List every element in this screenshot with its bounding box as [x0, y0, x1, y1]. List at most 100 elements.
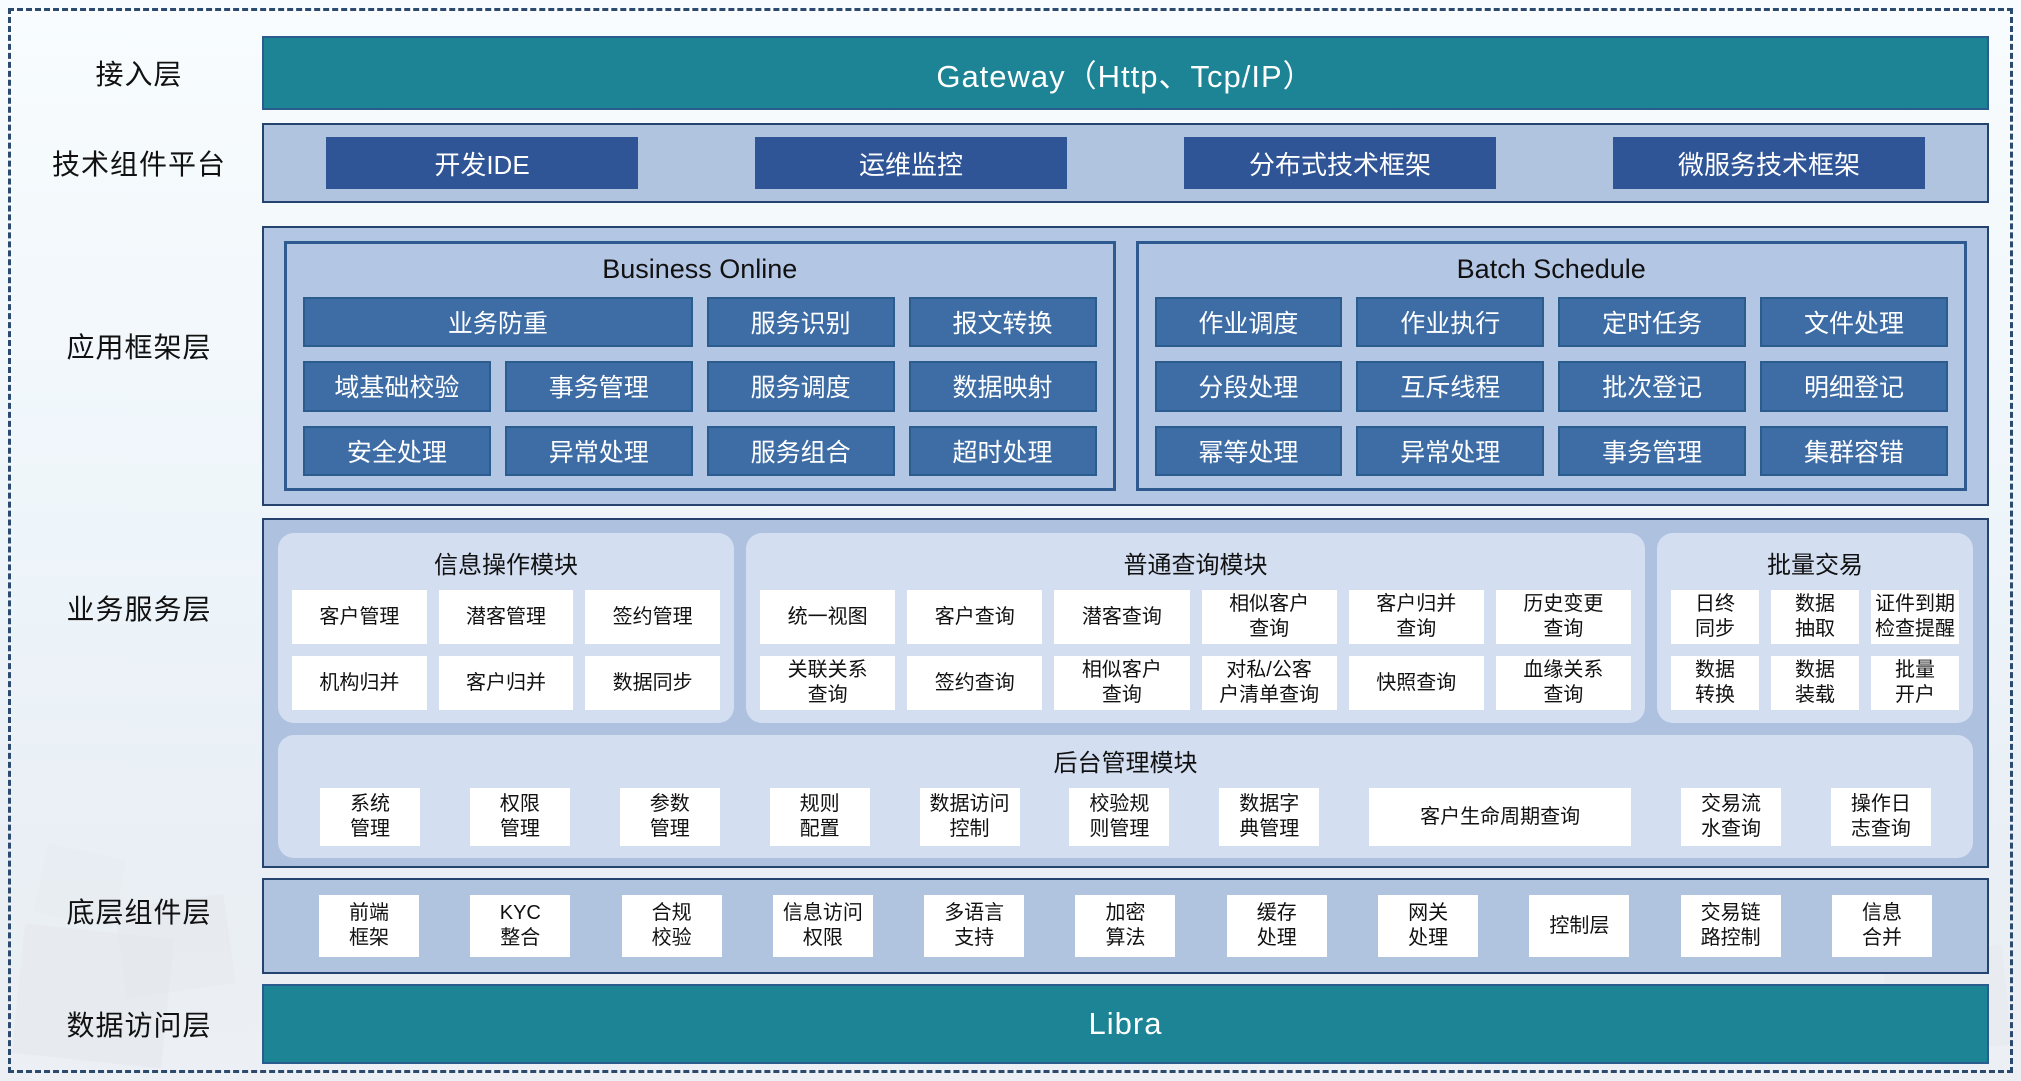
- business-online-box: 异常处理: [504, 425, 693, 476]
- backend-module-chip: 客户生命周期查询: [1369, 788, 1632, 846]
- batch-schedule-box: 幂等处理: [1154, 425, 1343, 476]
- business-online-box: 安全处理: [303, 425, 491, 476]
- info-module-chip: 签约管理: [585, 590, 720, 644]
- business-online-box: 报文转换: [908, 297, 1097, 348]
- tech-chip: 开发IDE: [326, 137, 638, 189]
- batch-schedule-box: 集群容错: [1760, 425, 1948, 476]
- gateway-bar: Gateway（Http、Tcp/IP）: [262, 36, 1989, 110]
- business-online-box: 服务组合: [706, 425, 895, 476]
- business-online-grid: 业务防重服务识别报文转换域基础校验事务管理服务调度数据映射安全处理异常处理服务组…: [303, 297, 1097, 476]
- info-module-chip: 客户归并: [438, 656, 574, 710]
- backend-module-chip: 权限 管理: [469, 788, 570, 846]
- app-framework-container: Business Online 业务防重服务识别报文转换域基础校验事务管理服务调…: [262, 226, 1989, 506]
- batch-trade-section: 批量交易 日终 同步数据 抽取证件到期 检查提醒数据 转换数据 装载批量 开户: [1657, 533, 1973, 723]
- query-module-title: 普通查询模块: [1123, 552, 1268, 579]
- batch-schedule-box: 作业调度: [1154, 297, 1343, 348]
- tech-platform-label: 技术组件平台: [51, 149, 226, 180]
- tech-chip: 运维监控: [755, 137, 1067, 189]
- query-module-chip: 历史变更 查询: [1495, 590, 1631, 644]
- query-module-chip: 统一视图: [760, 590, 896, 644]
- info-module-grid: 客户管理潜客管理签约管理机构归并客户归并数据同步: [292, 590, 720, 710]
- backend-module-chip: 数据字 典管理: [1219, 788, 1320, 846]
- info-module-section: 信息操作模块 客户管理潜客管理签约管理机构归并客户归并数据同步: [278, 533, 734, 723]
- backend-module-chip: 参数 管理: [619, 788, 720, 846]
- batch-schedule-panel: Batch Schedule 作业调度作业执行定时任务文件处理分段处理互斥线程批…: [1135, 241, 1967, 491]
- backend-module-chip: 操作日 志查询: [1830, 788, 1931, 846]
- business-online-box: 事务管理: [504, 361, 693, 412]
- query-module-chip: 签约查询: [907, 656, 1043, 710]
- batch-schedule-box: 明细登记: [1760, 361, 1948, 412]
- backend-module-chip: 数据访问 控制: [919, 788, 1020, 846]
- business-online-box: 服务调度: [706, 361, 895, 412]
- business-online-box: 业务防重: [303, 297, 693, 348]
- backend-module-chip: 规则 配置: [769, 788, 870, 846]
- business-online-box: 数据映射: [908, 361, 1097, 412]
- backend-module-title: 后台管理模块: [1053, 750, 1198, 777]
- query-module-chip: 快照查询: [1348, 656, 1484, 710]
- tech-chip: 分布式技术框架: [1184, 137, 1496, 189]
- business-online-title: Business Online: [602, 254, 798, 284]
- access-layer-label: 接入层: [95, 59, 183, 90]
- batch-trade-chip: 批量 开户: [1871, 656, 1959, 710]
- business-online-panel: Business Online 业务防重服务识别报文转换域基础校验事务管理服务调…: [284, 241, 1116, 491]
- backend-module-chip: 系统 管理: [320, 788, 420, 846]
- query-module-section: 普通查询模块 统一视图客户查询潜客查询相似客户 查询客户归并 查询历史变更 查询…: [746, 533, 1645, 723]
- info-module-chip: 潜客管理: [438, 590, 574, 644]
- access-layer-row: 接入层 Gateway（Http、Tcp/IP）: [16, 36, 2005, 110]
- batch-schedule-box: 分段处理: [1154, 361, 1343, 412]
- business-online-box: 超时处理: [908, 425, 1097, 476]
- bottom-components-label: 底层组件层: [66, 897, 212, 928]
- backend-module-section: 后台管理模块 系统 管理权限 管理参数 管理规则 配置数据访问 控制校验规 则管…: [278, 735, 1973, 858]
- batch-schedule-box: 定时任务: [1558, 297, 1747, 348]
- business-service-container: 信息操作模块 客户管理潜客管理签约管理机构归并客户归并数据同步 普通查询模块 统…: [262, 518, 1989, 868]
- backend-module-chip: 校验规 则管理: [1069, 788, 1170, 846]
- batch-schedule-box: 作业执行: [1356, 297, 1545, 348]
- tech-chip: 微服务技术框架: [1613, 137, 1925, 189]
- info-module-title: 信息操作模块: [434, 552, 578, 579]
- batch-schedule-title: Batch Schedule: [1456, 254, 1646, 284]
- bottom-component-chip: 加密 算法: [1075, 895, 1176, 957]
- business-service-row: 业务服务层 信息操作模块 客户管理潜客管理签约管理机构归并客户归并数据同步 普通…: [16, 518, 2005, 868]
- batch-schedule-box: 文件处理: [1760, 297, 1948, 348]
- bottom-component-chip: 网关 处理: [1378, 895, 1479, 957]
- tech-platform-container: 开发IDE 运维监控 分布式技术框架 微服务技术框架: [262, 123, 1989, 203]
- batch-trade-grid: 日终 同步数据 抽取证件到期 检查提醒数据 转换数据 装载批量 开户: [1671, 590, 1959, 710]
- batch-schedule-box: 批次登记: [1558, 361, 1747, 412]
- batch-trade-chip: 证件到期 检查提醒: [1871, 590, 1959, 644]
- batch-schedule-box: 事务管理: [1558, 425, 1747, 476]
- bottom-component-chip: 缓存 处理: [1226, 895, 1327, 957]
- business-online-box: 域基础校验: [303, 361, 491, 412]
- batch-trade-title: 批量交易: [1767, 552, 1863, 579]
- libra-bar: Libra: [262, 984, 1989, 1064]
- bottom-component-chip: KYC 整合: [470, 895, 571, 957]
- info-module-chip: 客户管理: [292, 590, 427, 644]
- batch-schedule-grid: 作业调度作业执行定时任务文件处理分段处理互斥线程批次登记明细登记幂等处理异常处理…: [1154, 297, 1948, 476]
- query-module-chip: 血缘关系 查询: [1495, 656, 1631, 710]
- bottom-component-chip: 合规 校验: [621, 895, 722, 957]
- batch-trade-chip: 日终 同步: [1671, 590, 1759, 644]
- business-online-box: 服务识别: [706, 297, 895, 348]
- query-module-chip: 相似客户 查询: [1054, 656, 1190, 710]
- app-framework-row: 应用框架层 Business Online 业务防重服务识别报文转换域基础校验事…: [16, 226, 2005, 506]
- bottom-component-chip: 交易链 路控制: [1680, 895, 1781, 957]
- data-access-row: 数据访问层 Libra: [16, 984, 2005, 1064]
- bottom-component-chip: 信息访问 权限: [772, 895, 873, 957]
- batch-trade-chip: 数据 抽取: [1771, 590, 1859, 644]
- query-module-chip: 潜客查询: [1054, 590, 1190, 644]
- batch-schedule-box: 异常处理: [1356, 425, 1545, 476]
- info-module-chip: 机构归并: [292, 656, 427, 710]
- bottom-component-chip: 控制层: [1529, 895, 1630, 957]
- info-module-chip: 数据同步: [585, 656, 720, 710]
- bottom-component-chip: 前端 框架: [319, 895, 419, 957]
- batch-trade-chip: 数据 转换: [1671, 656, 1759, 710]
- query-module-grid: 统一视图客户查询潜客查询相似客户 查询客户归并 查询历史变更 查询关联关系 查询…: [760, 590, 1631, 710]
- query-module-chip: 关联关系 查询: [760, 656, 896, 710]
- bottom-component-chip: 信息 合并: [1831, 895, 1932, 957]
- query-module-chip: 对私/公客 户清单查询: [1201, 656, 1337, 710]
- app-framework-label: 应用框架层: [66, 332, 212, 363]
- tech-platform-row: 技术组件平台 开发IDE 运维监控 分布式技术框架 微服务技术框架: [16, 123, 2005, 203]
- business-service-top: 信息操作模块 客户管理潜客管理签约管理机构归并客户归并数据同步 普通查询模块 统…: [278, 533, 1973, 723]
- data-access-label: 数据访问层: [66, 1010, 212, 1041]
